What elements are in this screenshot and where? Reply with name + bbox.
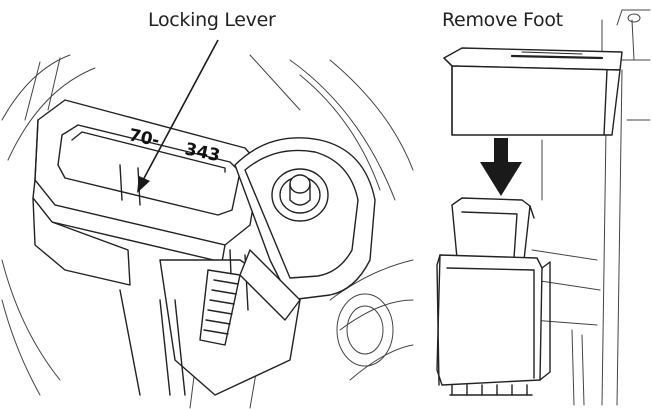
- figure-remove-foot: Remove Foot: [422, 0, 652, 409]
- remove-foot-illustration: [436, 9, 651, 406]
- presser-bar-holder: [443, 47, 623, 136]
- locking-lever-illustration: 70- 343: [1, 39, 414, 409]
- locking-lever-pointer-arrow: [137, 39, 219, 193]
- background-housing-lines: [1, 54, 414, 409]
- figure-locking-lever: 70- 343 Locking Lever: [1, 9, 414, 409]
- caption-locking-lever: Locking Lever: [148, 9, 276, 31]
- screw-clamp-assembly: [119, 137, 376, 396]
- caption-remove-foot: Remove Foot: [442, 9, 563, 31]
- presser-foot: [436, 197, 551, 396]
- remove-foot-down-arrow: [480, 138, 522, 196]
